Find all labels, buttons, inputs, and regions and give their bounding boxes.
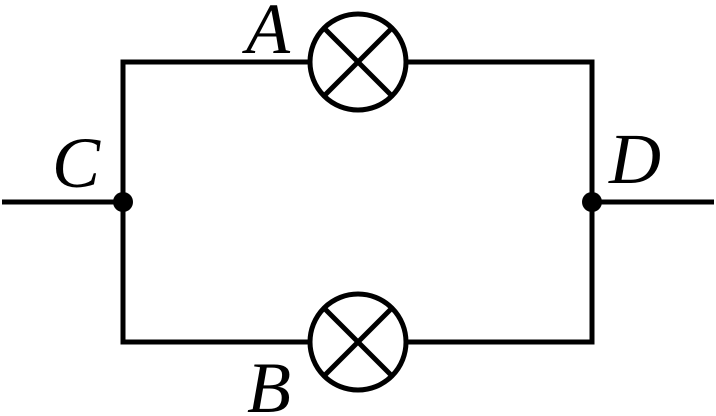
junction-dot-right (582, 192, 602, 212)
junction-dot-left (113, 192, 133, 212)
terminal-label-right: D (608, 119, 661, 199)
lamp-label-bottom: B (247, 348, 291, 416)
terminal-label-left: C (52, 123, 101, 203)
lamp-label-top: A (242, 0, 291, 69)
lamp-icon-top (307, 11, 409, 113)
lamp-icon-bottom (307, 291, 409, 393)
